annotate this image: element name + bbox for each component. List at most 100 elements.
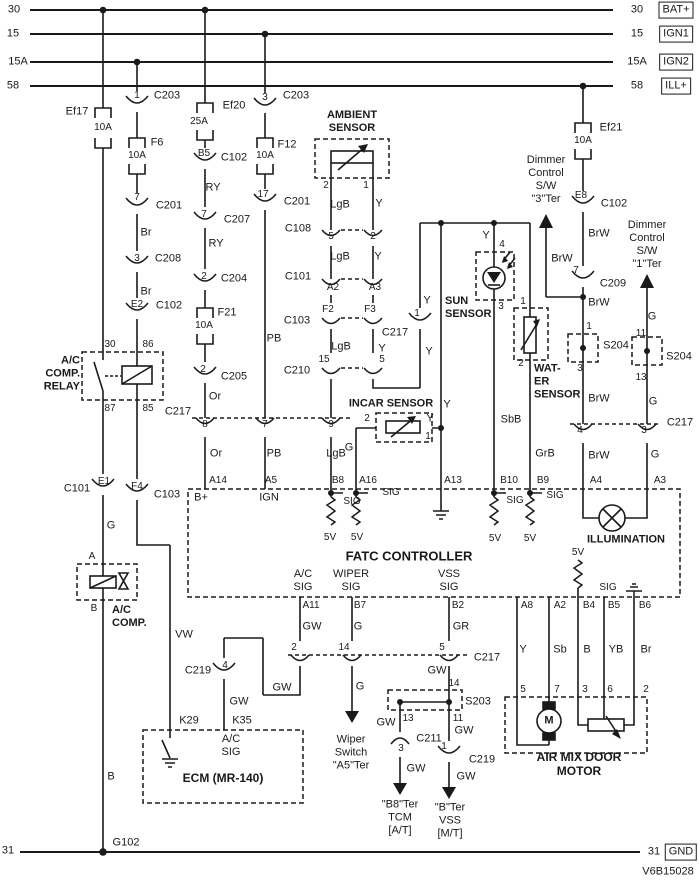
ambient-sensor-box [314,138,390,179]
connector-c103-f4-pin: F4 [131,481,143,493]
wire-b-comp: B [107,770,115,783]
wire-g-wiper: G [355,680,365,693]
potentiometer-symbol [587,715,625,739]
fatc-title: FATC CONTROLLER [345,548,473,564]
fatc-pin-a2: A2 [553,600,567,612]
wire-y-4: Y [423,294,431,307]
s203-box [387,689,463,711]
wiper-arrow-icon [345,711,359,723]
s204-left-box [567,333,599,363]
fatc-pin-b5: B5 [607,600,621,612]
wire-gr: GR [452,620,470,633]
rail-15a-label-right: 15A [627,55,647,68]
fuse-f6-label: F6 [150,136,164,149]
ac-relay-label: A/C COMP. RELAY [43,354,80,393]
fuse-symbols [94,102,592,345]
connector-c101-pin-a2: A2 [326,282,340,294]
wire-lgb-1: LgB [330,198,350,211]
illumination-label: ILLUMINATION [586,533,666,546]
rail-15a-label-left: 15A [8,55,28,68]
connector-row-dashes [192,229,661,656]
fatc-pin-a4: A4 [589,475,603,487]
wire-lgb-4: LgB [326,447,346,460]
wire-gw-k35: GW [229,695,249,708]
wire-grb: GrB [535,447,555,460]
wire-y-incar: Y [426,412,434,425]
s204-left-name: S204 [603,339,629,352]
connector-c211-name: C211 [416,732,442,745]
tcm-dest-label: "B8"Ter TCM [A/T] [381,798,419,837]
motor-symbol [536,701,562,741]
connector-c217-1-pin: 1 [414,308,420,320]
wire-g-comp: G [106,519,116,532]
doc-code: V6B15028 [642,865,694,878]
connector-c205-name: C205 [220,370,248,383]
rail-30-label-right: 30 [630,3,644,16]
fuse-f21-rating: 10A [195,320,213,332]
fatc-bplus-label: B+ [194,491,208,504]
sun-pin-4: 4 [499,239,505,251]
connector-c217-low-name: C217 [473,651,501,664]
wire-g-ill: G [650,448,660,461]
wire-pb-1: PB [266,332,282,345]
ac-compressor-symbol [89,572,130,590]
connector-c201-17-pin: 17 [257,189,269,201]
fuse-f12-rating: 10A [256,150,274,162]
dimmer-sw1-label: Dimmer Control S/W "1"Ter [627,219,667,270]
fatc-pin-b7: B7 [353,600,367,612]
fatc-wiper-sig-label: WIPER SIG [332,568,370,593]
fatc-pin-a3: A3 [653,475,667,487]
wire-gw-jog: GW [272,681,292,694]
dimmer3-arrow-icon [539,214,553,228]
bus-rails [20,9,640,853]
connector-c102-e2-name: C102 [155,299,183,312]
connector-c101-e1-pin: E1 [97,476,111,488]
connector-c207-pin: 7 [201,209,207,221]
s203-name: S203 [465,695,491,708]
fatc-5v-b8: 5V [323,532,337,544]
wires [102,10,648,852]
ac-comp-pin-b: B [90,603,98,615]
rail-31-label-right: 31 [647,845,661,858]
fatc-pin-b10: B10 [500,475,518,487]
air-mix-pin-5: 5 [520,684,526,696]
dimmer-sw3-label: Dimmer Control S/W "3"Ter [526,154,566,205]
connector-c217-low-pin5: 5 [439,642,445,654]
wire-ry-1: RY [205,181,221,194]
fatc-sig-b10: SIG [506,495,524,507]
water-sensor-label: WAT- ER SENSOR [534,362,581,401]
connector-c102-e8-name: C102 [600,197,628,210]
air-mix-pin-6: 6 [607,684,613,696]
connector-c108-pin5: 5 [328,231,334,243]
motor-m-label: M [544,714,554,727]
connector-c219-4-pin: 4 [222,660,228,672]
sun-sensor-box [475,251,515,301]
fatc-5v-b10: 5V [488,533,502,545]
s204-left-pin-1: 1 [586,321,592,333]
connector-c101-pin-a3: A3 [368,282,382,294]
fatc-ac-sig-label: A/C SIG [293,568,313,593]
wire-brw-3: BrW [588,296,610,309]
ecm-pin-k29: K29 [179,714,199,727]
wire-y-sun: Y [482,229,490,242]
water-pin-2: 2 [518,358,524,370]
connector-c209-pin: 7 [573,265,579,277]
s203-pin-14: 14 [448,678,460,690]
fuse-f6-rating: 10A [128,150,146,162]
fatc-pin-b2: B2 [451,600,465,612]
wire-g-dim1-b: G [648,395,658,408]
incar-sensor-box [375,412,433,443]
connector-c201-7-name: C201 [155,199,183,212]
wire-y-a8: Y [519,643,527,656]
s204-left-pin-3: 3 [577,363,583,375]
fatc-pin-b8: B8 [331,475,345,487]
wire-brw-2: BrW [551,252,573,265]
connector-c208-name: C208 [154,252,182,265]
dashed-boxes [76,138,681,804]
sensor-symbols [330,144,540,438]
resistor-symbols [325,496,584,589]
wire-or-1: Or [208,390,222,403]
wire-brw-4: BrW [588,392,610,405]
incar-sensor-label: INCAR SENSOR [348,397,434,410]
connector-c102-b5-name: C102 [220,151,248,164]
